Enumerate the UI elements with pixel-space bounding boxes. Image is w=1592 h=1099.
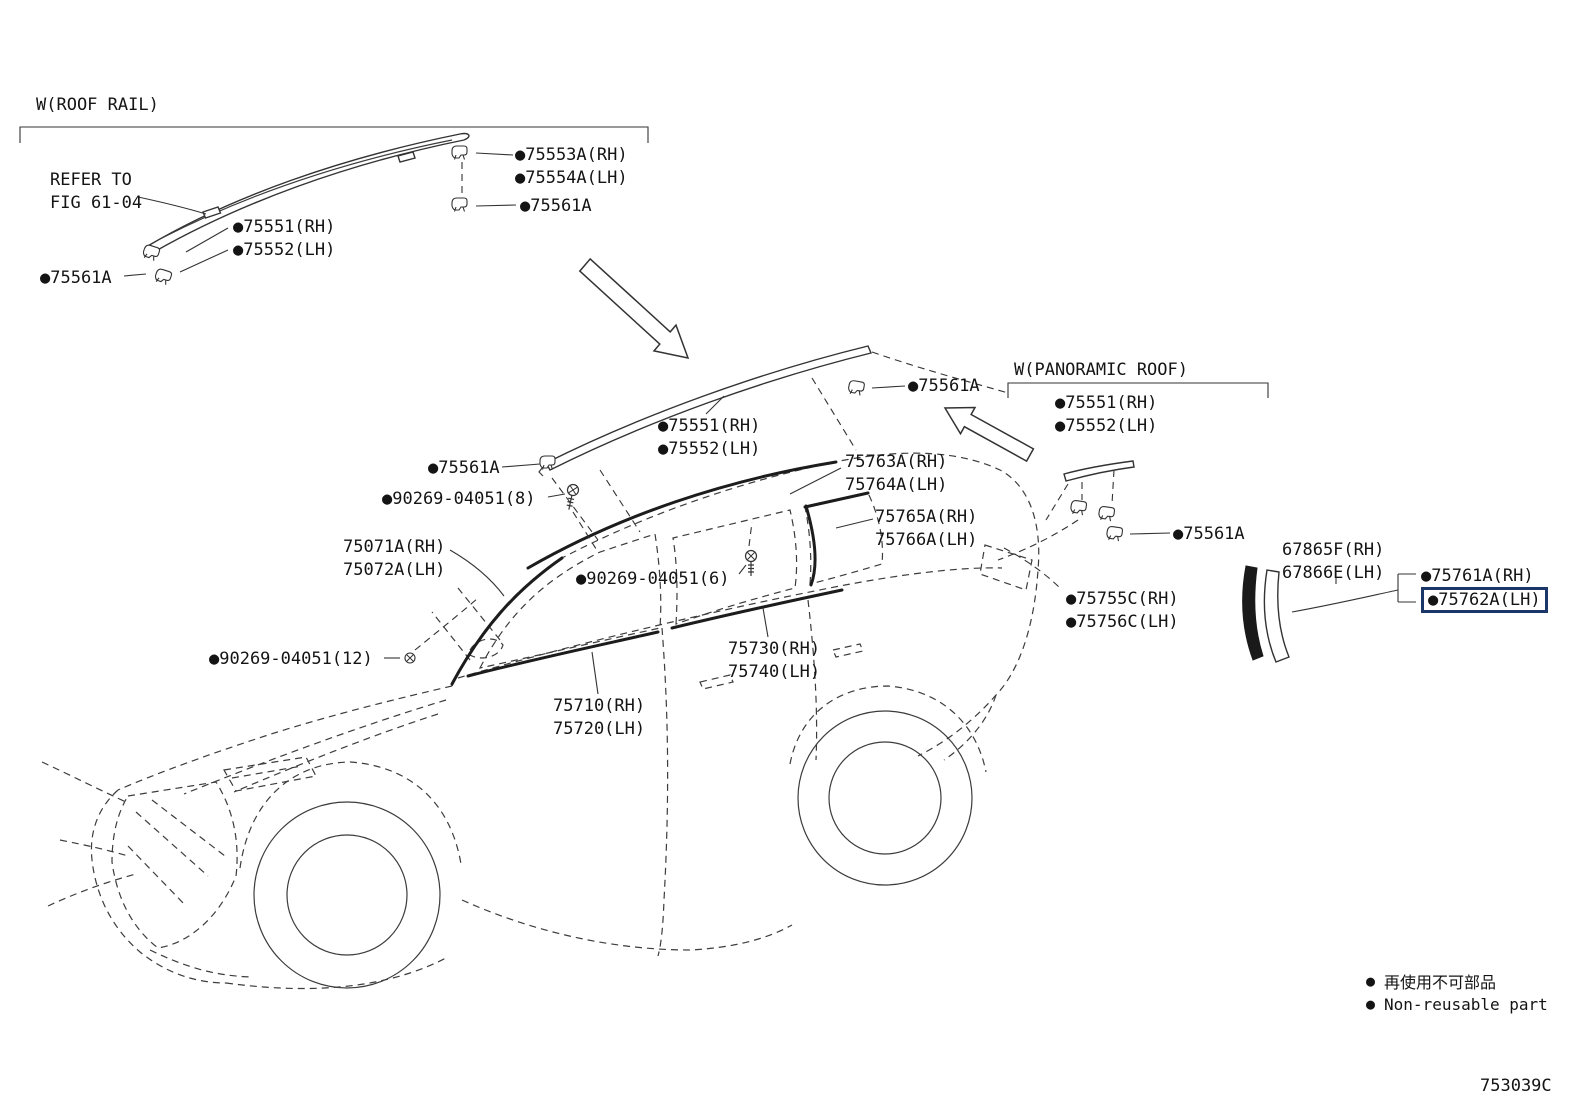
part-label-75551-rh-pan[interactable]: ●75551(RH) xyxy=(1055,393,1158,413)
roof-rail-bracket xyxy=(19,126,649,143)
part-label-90269-04051-6[interactable]: ●90269-04051(6) xyxy=(576,569,730,589)
part-label-75765a-rh[interactable]: 75765A(RH) xyxy=(875,507,978,527)
vehicle-outline xyxy=(41,452,1040,990)
part-label-75554a-lh[interactable]: ●75554A(LH) xyxy=(515,168,628,188)
part-label-67866e-lh[interactable]: 67866E(LH) xyxy=(1282,563,1385,583)
part-label-75740-lh[interactable]: 75740(LH) xyxy=(728,662,821,682)
clip-icon xyxy=(1097,505,1116,523)
part-label-75071a-rh[interactable]: 75071A(RH) xyxy=(343,537,446,557)
panoramic-roof-moulding-part xyxy=(1063,460,1135,482)
non-reusable-bullet-icon: ● xyxy=(1366,995,1376,1013)
dashed-connectors xyxy=(414,351,1079,651)
clip-icon xyxy=(847,379,866,397)
part-label-75763a-rh[interactable]: 75763A(RH) xyxy=(845,452,948,472)
legend-row-jp: ● 再使用不可部品 xyxy=(1366,969,1496,993)
panoramic-roof-bracket xyxy=(1007,382,1269,398)
part-label-90269-04051-12[interactable]: ●90269-04051(12) xyxy=(209,649,373,669)
screw-icon xyxy=(744,549,758,577)
part-label-75730-rh[interactable]: 75730(RH) xyxy=(728,639,821,659)
part-label-75561a-mid-left[interactable]: ●75561A xyxy=(428,458,500,478)
refer-note-line2: FIG 61-04 xyxy=(50,193,143,213)
clip-icon xyxy=(1069,499,1088,517)
part-label-75552-lh-roofrail[interactable]: ●75552(LH) xyxy=(233,240,336,260)
part-label-75551-rh-mid[interactable]: ●75551(RH) xyxy=(658,416,761,436)
non-reusable-bullet-icon: ● xyxy=(1366,971,1376,990)
part-label-75072a-lh[interactable]: 75072A(LH) xyxy=(343,560,446,580)
part-label-75720-lh[interactable]: 75720(LH) xyxy=(553,719,646,739)
part-label-75561a-top[interactable]: ●75561A xyxy=(520,196,592,216)
direction-arrow-icon xyxy=(943,406,1035,463)
moulding-parts-on-vehicle xyxy=(450,460,870,686)
direction-arrow-icon xyxy=(578,257,690,360)
part-label-90269-04051-8[interactable]: ●90269-04051(8) xyxy=(382,489,536,509)
figure-code: 753039C xyxy=(1480,1076,1552,1096)
part-label-75755c-rh[interactable]: ●75755C(RH) xyxy=(1066,589,1179,609)
legend-row-en: ● Non-reusable part xyxy=(1366,995,1548,1014)
clip-icon xyxy=(1105,525,1124,543)
part-label-75764a-lh[interactable]: 75764A(LH) xyxy=(845,475,948,495)
part-label-75756c-lh[interactable]: ●75756C(LH) xyxy=(1066,612,1179,632)
rivet-icon xyxy=(404,652,416,664)
clip-icon xyxy=(451,145,468,161)
refer-note-line1: REFER TO xyxy=(50,170,132,190)
clip-icon xyxy=(153,267,173,287)
part-label-75552-lh-pan[interactable]: ●75552(LH) xyxy=(1055,416,1158,436)
part-label-75762a-lh-selected[interactable]: ●75762A(LH) xyxy=(1421,587,1548,613)
part-label-75761a-rh[interactable]: ●75761A(RH) xyxy=(1421,566,1534,586)
part-label-67865f-rh[interactable]: 67865F(RH) xyxy=(1282,540,1385,560)
part-label-75561a-pan[interactable]: ●75561A xyxy=(1173,524,1245,544)
part-label-75561a-mid-right[interactable]: ●75561A xyxy=(908,376,980,396)
part-label-75551-rh-roofrail[interactable]: ●75551(RH) xyxy=(233,217,336,237)
leader-lines xyxy=(123,152,1171,695)
section-title-panoramic-roof: W(PANORAMIC ROOF) xyxy=(1014,360,1188,380)
clip-icon xyxy=(451,197,468,213)
section-title-roof-rail: W(ROOF RAIL) xyxy=(36,95,159,115)
part-label-75553a-rh[interactable]: ●75553A(RH) xyxy=(515,145,628,165)
legend-text-en: Non-reusable part xyxy=(1384,995,1548,1014)
part-label-75552-lh-mid[interactable]: ●75552(LH) xyxy=(658,439,761,459)
part-label-75561a-left[interactable]: ●75561A xyxy=(40,268,112,288)
part-label-75710-rh[interactable]: 75710(RH) xyxy=(553,696,646,716)
pillar-applique-parts xyxy=(1242,565,1290,663)
part-label-75766a-lh[interactable]: 75766A(LH) xyxy=(875,530,978,550)
screw-icon xyxy=(562,482,581,512)
roof-rail-part xyxy=(144,132,470,253)
legend-text-jp: 再使用不可部品 xyxy=(1384,973,1497,992)
